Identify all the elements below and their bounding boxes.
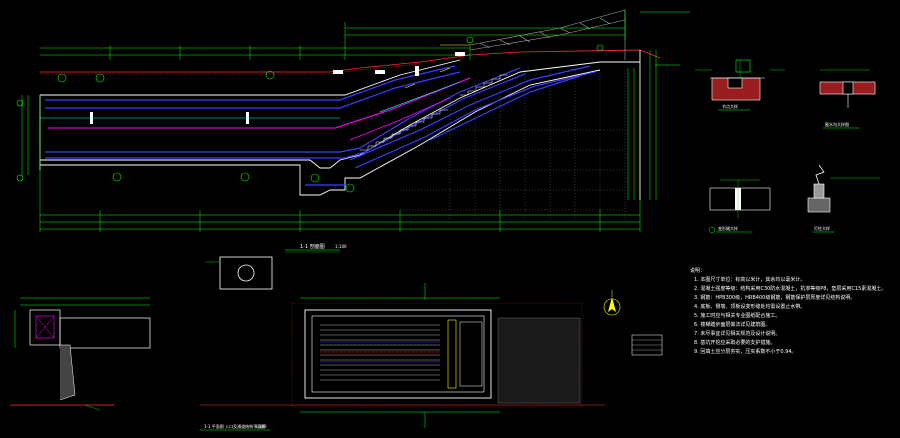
plan-view: 1-1 平面图 入口及通道结构平面图 1:100 <box>200 283 605 431</box>
note-8: 8. 基坑开挖应采取必要的支护措施。 <box>694 339 775 346</box>
detail-a: 节点大样 <box>695 59 785 111</box>
small-plan <box>10 297 151 411</box>
ground-line <box>40 49 661 73</box>
detail-b: 截水沟大样图 <box>819 69 876 129</box>
note-7: 7. 未尽事宜详见相关规范及设计说明。 <box>694 330 780 337</box>
ground-hatch <box>40 63 421 75</box>
plan-caption-scale: 1:100 <box>255 424 267 429</box>
detail-d: 灯柱大样 <box>807 164 880 233</box>
north-arrow-icon <box>603 290 621 316</box>
pipe-line-2 <box>349 97 451 141</box>
callout-markers <box>16 36 604 193</box>
section-1-1: 1-1 剖面图 1:100 <box>16 9 690 253</box>
legend-box <box>631 334 663 356</box>
detail-d-caption: 灯柱大样 <box>814 225 830 231</box>
cyan-accents <box>40 81 461 119</box>
detail-c: 变形缝大样 <box>708 179 771 234</box>
detail-a-caption: 节点大样 <box>722 103 738 109</box>
dimension-lines <box>21 10 690 232</box>
note-6: 6. 楼梯踏步面层做法详见建筑图。 <box>694 321 770 328</box>
plan-caption: 1-1 平面图 入口及通道结构平面图 <box>204 423 265 429</box>
rebar-lines <box>45 65 596 186</box>
notes-title: 说明： <box>690 267 705 274</box>
section-grid <box>400 70 626 220</box>
yellow-marks <box>404 44 470 89</box>
stair-steps <box>360 74 508 151</box>
note-1: 1. 本图尺寸单位：标高以米计，其余均以毫米计。 <box>694 276 805 283</box>
note-5: 5. 施工时应与相关专业图纸配合施工。 <box>694 312 780 319</box>
note-2: 2. 混凝土强度等级：结构采用C30防水混凝土，抗渗等级P8，垫层采用C15素混… <box>694 285 886 292</box>
note-3: 3. 钢筋：HPB300级，HRB400级钢筋，钢筋保护层厚度详见结构说明。 <box>694 294 855 301</box>
note-4: 4. 底板、侧墙、顶板设变形缝处均需设置止水带。 <box>694 303 805 310</box>
design-notes: 说明： 1. 本图尺寸单位：标高以米计，其余均以毫米计。 2. 混凝土强度等级：… <box>690 267 886 355</box>
section-caption: 1-1 剖面图 1:100 <box>285 243 347 253</box>
stair-treads <box>320 324 440 381</box>
detail-c-caption: 变形缝大样 <box>718 225 738 231</box>
detail-b-caption: 截水沟大样图 <box>825 121 849 127</box>
note-9: 9. 回填土应分层夯实，压实系数不小于0.94。 <box>694 348 797 355</box>
section-caption-text: 1-1 剖面图 <box>300 243 325 250</box>
section-caption-scale: 1:100 <box>335 244 347 249</box>
plan-key-icon <box>205 256 273 290</box>
